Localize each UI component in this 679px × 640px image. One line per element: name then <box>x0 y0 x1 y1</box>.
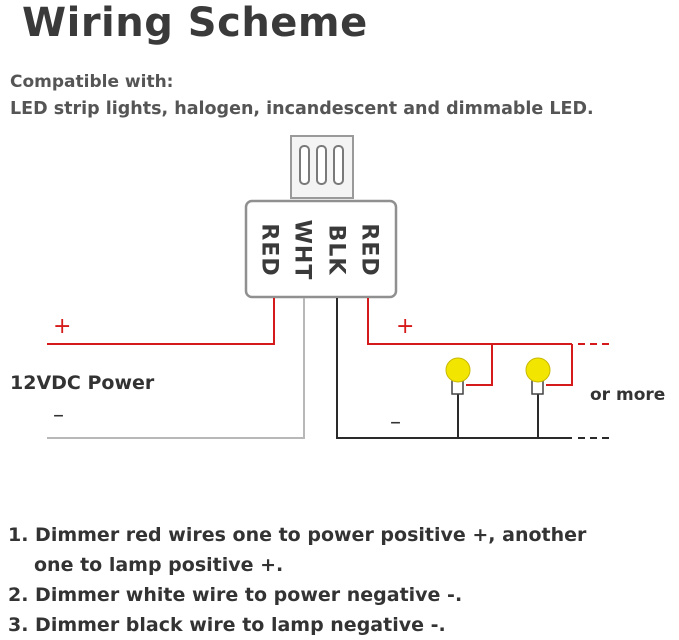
instruction-step-1: 1. Dimmer red wires one to power positiv… <box>8 524 587 546</box>
instructions: 1. Dimmer red wires one to power positiv… <box>8 520 586 640</box>
red-wire-power-positive <box>47 298 275 345</box>
wire-label-red-lamp: RED <box>356 223 382 277</box>
lamp-negative-sign: – <box>390 410 401 435</box>
white-wire-power-negative <box>47 298 305 439</box>
dimmer-body <box>244 199 398 299</box>
instruction-step-2: 2. Dimmer white wire to power negative -… <box>8 584 463 606</box>
wire-label-white: WHT <box>289 219 315 281</box>
lamp-1 <box>445 344 493 438</box>
power-label: 12VDC Power <box>10 372 155 394</box>
power-positive-sign: + <box>53 314 72 339</box>
instruction-step-3: 3. Dimmer black wire to lamp negative -. <box>8 614 446 636</box>
lamp-positive-sign: + <box>396 314 415 339</box>
power-negative-sign: – <box>53 403 64 428</box>
instruction-step-1-cont: one to lamp positive +. <box>34 554 284 576</box>
compatible-list: LED strip lights, halogen, incandescent … <box>10 99 594 119</box>
wire-label-red-power: RED <box>256 223 282 277</box>
wire-label-black: BLK <box>323 224 349 276</box>
or-more-label: or more <box>590 385 666 405</box>
compatible-heading: Compatible with: <box>10 72 174 92</box>
black-wire-lamp-negative <box>336 298 572 439</box>
lamp-2 <box>525 344 573 438</box>
red-wire-lamp-positive <box>367 298 572 345</box>
dimmer-knob <box>290 135 354 199</box>
diagram-title: Wiring Scheme <box>22 0 368 46</box>
